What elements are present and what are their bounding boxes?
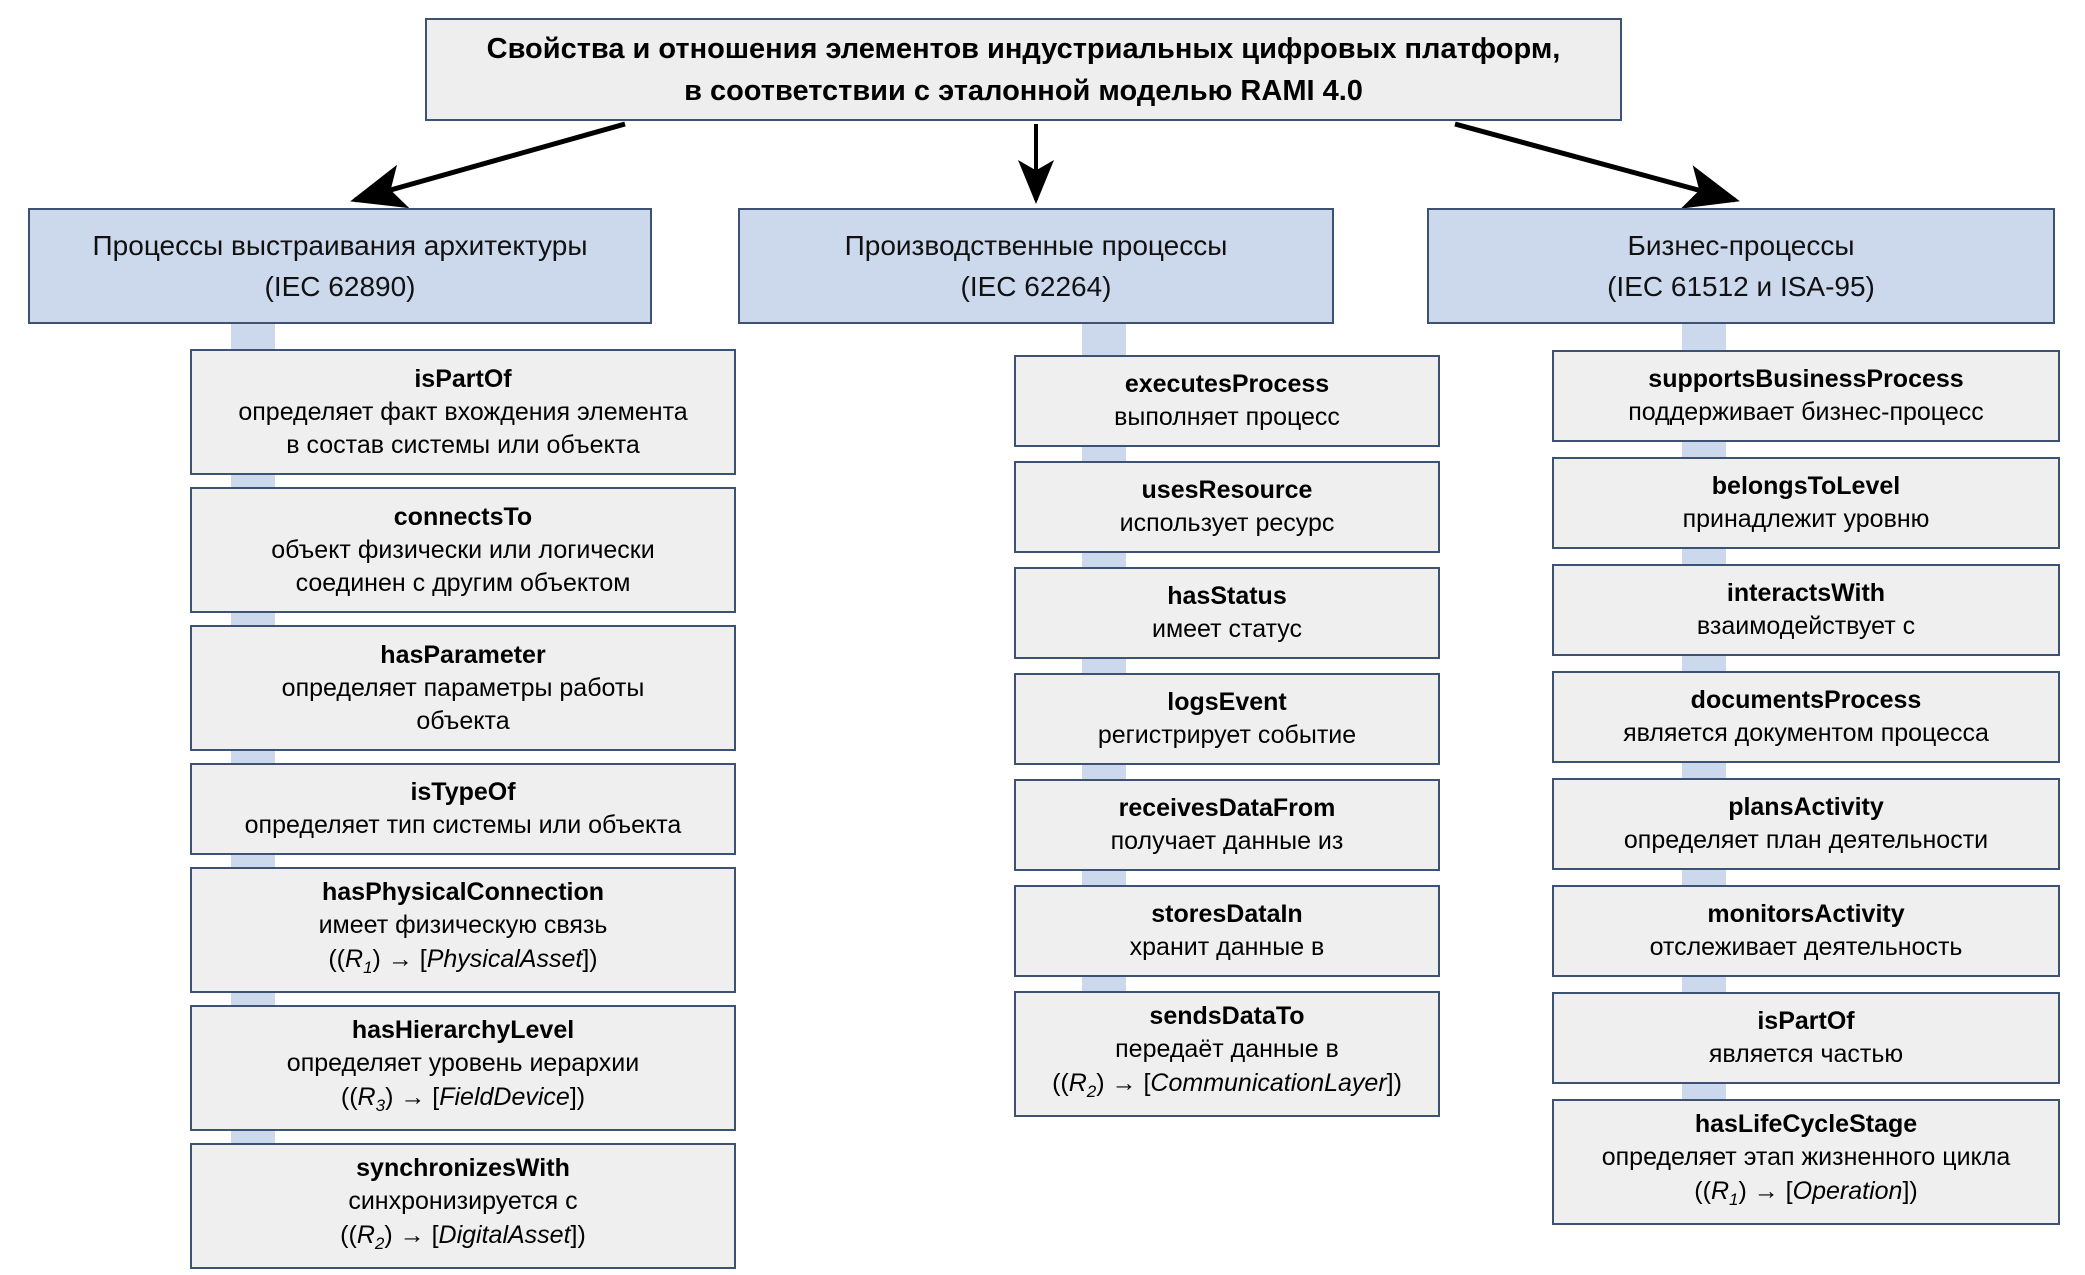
relation-description-line-1: имеет физическую связь	[318, 910, 608, 939]
relation-name: executesProcess	[1124, 370, 1330, 398]
page-title: Свойства и отношения элементов индустриа…	[425, 18, 1622, 121]
relation-name: monitorsActivity	[1707, 900, 1905, 928]
relation-name: hasParameter	[380, 640, 546, 669]
relation-description-line-1: определяет план деятельности	[1623, 826, 1989, 854]
relation-name: storesDataIn	[1151, 900, 1303, 928]
relation-box-production-usesresource[interactable]: usesResource использует ресурс	[1014, 461, 1440, 553]
relation-box-business-belongstolevel[interactable]: belongsToLevel принадлежит уровню	[1552, 457, 2060, 549]
relation-box-business-documentsprocess[interactable]: documentsProcess является документом проц…	[1552, 671, 2060, 763]
relation-description-line-1: поддерживает бизнес-процесс	[1628, 398, 1984, 426]
relation-description-line-1: хранит данные в	[1129, 933, 1325, 961]
category-box-production[interactable]: Производственные процессы (IEC 62264)	[738, 208, 1334, 324]
relation-name: interactsWith	[1726, 579, 1886, 607]
category-name-line-1: Бизнес-процессы	[1627, 230, 1855, 261]
relation-box-business-ispartof[interactable]: isPartOf является частью	[1552, 992, 2060, 1084]
relation-box-production-sendsdatato[interactable]: sendsDataTo передаёт данные в ((R2) → [Com…	[1014, 991, 1440, 1117]
relation-box-business-monitorsactivity[interactable]: monitorsActivity отслеживает деятельность	[1552, 885, 2060, 977]
relation-description-line-1: получает данные из	[1110, 827, 1344, 855]
relation-description-line-1: синхронизируется с	[348, 1186, 578, 1215]
relation-description-line-1: объект физически или логически	[271, 535, 655, 564]
relation-name: synchronizesWith	[356, 1153, 570, 1182]
relation-box-architecture-ispartof[interactable]: isPartOf определяет факт вхождения элемен…	[190, 349, 736, 475]
relation-mapping: ((R2) → [DigitalAsset])	[340, 1220, 586, 1253]
page-title-line-1: Свойства и отношения элементов индустриа…	[486, 32, 1561, 65]
page-title-line-2: в соответствии с эталонной моделью RAMI …	[684, 74, 1363, 107]
relation-description-line-1: определяет тип системы или объекта	[244, 811, 682, 839]
relation-description-line-1: определяет факт вхождения элемента	[238, 397, 688, 426]
category-name-line-1: Производственные процессы	[844, 230, 1228, 261]
relation-name: sendsDataTo	[1149, 1001, 1305, 1030]
relation-box-architecture-hasphysicalconnection[interactable]: hasPhysicalConnection имеет физическую св…	[190, 867, 736, 993]
relation-description-line-1: использует ресурс	[1119, 509, 1335, 537]
relation-description-line-1: взаимодействует с	[1696, 612, 1916, 640]
relation-description-line-1: является документом процесса	[1623, 719, 1989, 747]
relation-box-architecture-connectsto[interactable]: connectsTo объект физически или логически…	[190, 487, 736, 613]
arrow-title-to-architecture	[350, 121, 626, 209]
relation-box-production-receivesdatafrom[interactable]: receivesDataFrom получает данные из	[1014, 779, 1440, 871]
relation-description-line-1: отслеживает деятельность	[1649, 933, 1963, 961]
relation-mapping: ((R1) → [PhysicalAsset])	[328, 944, 598, 977]
relation-description-line-2: соединен с другим объектом	[295, 568, 631, 597]
relation-name: documentsProcess	[1690, 686, 1922, 714]
relation-box-architecture-synchronizeswith[interactable]: synchronizesWith синхронизируется с ((R2) …	[190, 1143, 736, 1269]
relation-name: isPartOf	[414, 364, 512, 393]
arrow-title-to-business	[1454, 121, 1740, 209]
relation-description-line-1: определяет этап жизненного цикла	[1601, 1142, 2011, 1171]
relation-name: logsEvent	[1167, 688, 1287, 716]
relation-name: isPartOf	[1757, 1007, 1855, 1035]
relation-description-line-2: в состав системы или объекта	[286, 430, 640, 459]
category-standard-line: (IEC 61512 и ISA-95)	[1607, 271, 1875, 302]
category-standard-line: (IEC 62890)	[264, 271, 416, 302]
relation-name: hasStatus	[1167, 582, 1287, 610]
relation-box-architecture-istypeof[interactable]: isTypeOf определяет тип системы или объек…	[190, 763, 736, 855]
relation-box-business-interactswith[interactable]: interactsWith взаимодействует с	[1552, 564, 2060, 656]
relation-box-business-plansactivity[interactable]: plansActivity определяет план деятельност…	[1552, 778, 2060, 870]
relation-mapping: ((R3) → [FieldDevice])	[340, 1082, 586, 1115]
relation-description-line-1: определяет параметры работы	[281, 673, 645, 702]
relation-description-line-1: выполняет процесс	[1114, 403, 1340, 431]
relation-box-architecture-hasparameter[interactable]: hasParameter определяет параметры работы о…	[190, 625, 736, 751]
relation-box-production-hasstatus[interactable]: hasStatus имеет статус	[1014, 567, 1440, 659]
category-name-line-1: Процессы выстраивания архитектуры	[92, 230, 588, 261]
relation-name: receivesDataFrom	[1118, 794, 1336, 822]
relation-box-architecture-hashierarchylevel[interactable]: hasHierarchyLevel определяет уровень иера…	[190, 1005, 736, 1131]
relation-box-production-logsevent[interactable]: logsEvent регистрирует событие	[1014, 673, 1440, 765]
relation-description-line-1: регистрирует событие	[1097, 721, 1357, 749]
relation-description-line-1: принадлежит уровню	[1682, 505, 1930, 533]
category-box-business[interactable]: Бизнес-процессы (IEC 61512 и ISA-95)	[1427, 208, 2055, 324]
relation-mapping: ((R2) → [CommunicationLayer])	[1052, 1068, 1402, 1101]
relation-name: connectsTo	[393, 502, 533, 531]
relation-description-line-1: передаёт данные в	[1115, 1034, 1339, 1063]
relation-name: hasLifeCycleStage	[1694, 1109, 1918, 1138]
category-box-architecture[interactable]: Процессы выстраивания архитектуры (IEC 6…	[28, 208, 652, 324]
relation-description-line-1: определяет уровень иерархии	[286, 1048, 640, 1077]
relation-name: plansActivity	[1728, 793, 1884, 821]
relation-name: hasPhysicalConnection	[321, 877, 605, 906]
relation-name: belongsToLevel	[1711, 472, 1901, 500]
relation-name: hasHierarchyLevel	[351, 1015, 575, 1044]
relation-description-line-2: объекта	[416, 706, 510, 735]
relation-name: isTypeOf	[410, 778, 516, 806]
relation-name: supportsBusinessProcess	[1648, 365, 1964, 393]
relation-box-production-storesdatain[interactable]: storesDataIn хранит данные в	[1014, 885, 1440, 977]
category-standard-line: (IEC 62264)	[960, 271, 1112, 302]
relation-box-business-haslifecyclestage[interactable]: hasLifeCycleStage определяет этап жизненн…	[1552, 1099, 2060, 1225]
relation-name: usesResource	[1141, 476, 1313, 504]
relation-description-line-1: является частью	[1708, 1040, 1904, 1068]
relation-box-production-executesprocess[interactable]: executesProcess выполняет процесс	[1014, 355, 1440, 447]
relation-description-line-1: имеет статус	[1152, 615, 1302, 643]
relation-box-business-supportsbusinessprocess[interactable]: supportsBusinessProcess поддерживает бизн…	[1552, 350, 2060, 442]
relation-mapping: ((R1) → [Operation])	[1694, 1176, 1918, 1209]
